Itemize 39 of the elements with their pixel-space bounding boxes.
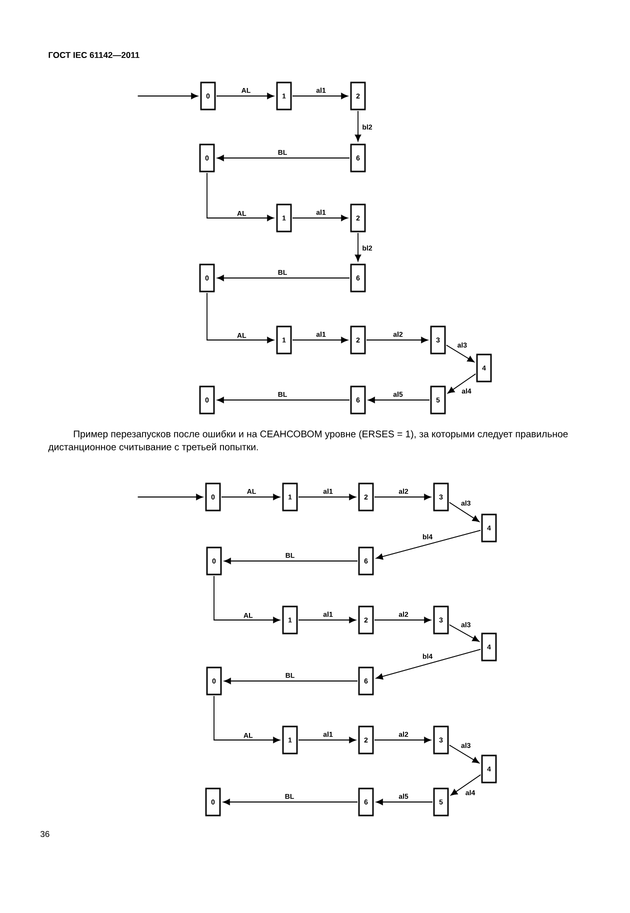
arrow: [354, 232, 362, 262]
arrow: [217, 396, 350, 404]
page-number: 36: [40, 831, 50, 838]
arrow: [366, 336, 428, 344]
arrow: [298, 736, 356, 744]
arrow: [223, 798, 358, 806]
arrow: [376, 530, 481, 560]
arrow: [292, 214, 348, 222]
arrow: [448, 373, 476, 394]
arrow: [376, 648, 481, 680]
arrow: [374, 616, 431, 624]
arrow: [374, 494, 431, 500]
arrow: [376, 798, 433, 806]
arrow: [206, 172, 274, 222]
arrow: [214, 576, 280, 624]
arrow: [224, 558, 358, 564]
arrow: [448, 744, 480, 764]
arrow: [298, 616, 356, 624]
arrow: [292, 336, 348, 344]
arrow: [137, 92, 198, 100]
arrow: [374, 736, 431, 744]
arrow: [224, 678, 358, 684]
arrow: [450, 774, 482, 796]
arrow: [217, 274, 350, 282]
arrow: [292, 92, 348, 100]
arrow: [446, 344, 474, 362]
arrow: [206, 292, 274, 344]
arrow: [448, 502, 480, 522]
arrow: [221, 494, 280, 500]
arrow: [214, 696, 280, 744]
arrow: [448, 624, 480, 642]
caption-text: Пример перезапусков после ошибки и на СЕАНСОВОМ уровне (ERSES = 1), за которыми следует правильное дистанционное считывание с третьей попытки.: [48, 430, 568, 452]
arrow: [354, 110, 362, 142]
arrow: [217, 154, 350, 162]
arrow: [298, 494, 356, 500]
arrow: [368, 396, 430, 404]
arrow: [216, 92, 274, 100]
arrow: [137, 494, 203, 500]
page-header: ГОСТ IEC 61142—2011: [48, 52, 140, 58]
